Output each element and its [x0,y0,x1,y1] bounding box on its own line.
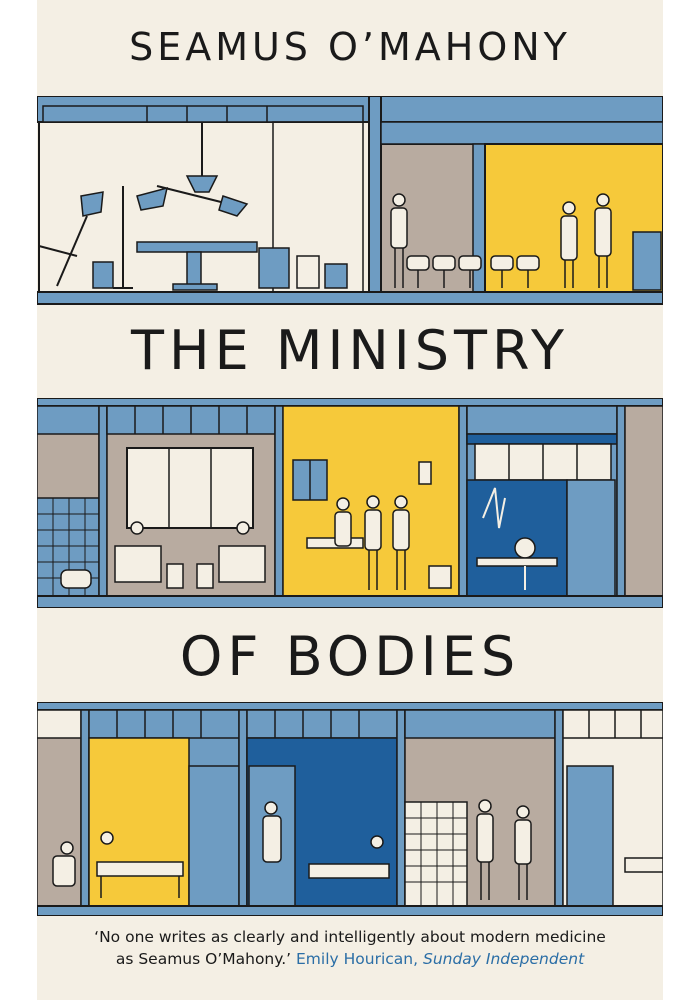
patient-room-yellow [88,709,240,907]
quote-source: Sunday Independent [422,950,585,968]
illustration-strip-middle [37,398,663,608]
quote-line-2: as Seamus O’Mahony.’ Emily Hourican, Sun… [37,948,663,970]
illustration-strip-top [37,96,663,306]
x-ray-room [466,405,618,597]
waiting-room [380,121,663,293]
ward-beds [106,405,276,597]
quote-line-1: ‘No one writes as clearly and intelligen… [94,928,606,946]
review-quote: ‘No one writes as clearly and intelligen… [37,926,663,970]
book-title-line-1: THE MINISTRY [130,319,570,382]
patient-room-right [562,709,663,907]
operating-theatre-room [38,105,370,293]
quote-text-end: as Seamus O’Mahony.’ [115,950,292,968]
nursery-room [246,709,398,907]
illustration-strip-bottom [37,702,663,916]
corridor-conversation [404,709,556,907]
bathroom [37,405,100,597]
surgery-room [282,405,460,597]
book-cover: SEAMUS O’MAHONY [37,0,663,1000]
author-name: SEAMUS O’MAHONY [129,25,571,69]
quote-attribution: Emily Hourican, [296,950,419,968]
book-title-line-2: OF BODIES [179,625,521,688]
